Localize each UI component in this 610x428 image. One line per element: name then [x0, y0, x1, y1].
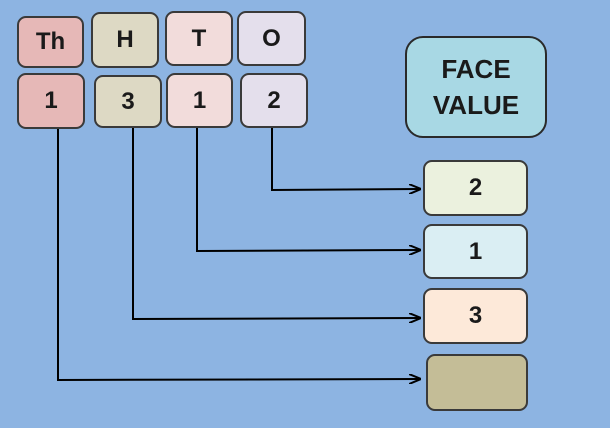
arrow-tens-to-result: [196, 127, 420, 251]
header-thousands: Th: [17, 16, 84, 68]
face-value-result-tens: 1: [423, 224, 528, 279]
face-value-title-line2: VALUE: [432, 90, 520, 120]
arrow-ones-to-result: [271, 127, 420, 190]
face-value-result-thousands: [426, 354, 528, 411]
digit-tens: 1: [166, 73, 233, 128]
face-value-title: FACE VALUE: [405, 36, 547, 138]
arrow-hundreds-to-result: [132, 127, 420, 319]
header-ones: O: [237, 11, 306, 66]
face-value-title-line1: FACE: [441, 54, 511, 84]
digit-ones: 2: [240, 73, 308, 128]
digit-hundreds: 3: [94, 75, 162, 128]
header-tens: T: [165, 11, 233, 66]
face-value-result-ones: 2: [423, 160, 528, 216]
arrow-thousands-to-result: [57, 127, 420, 380]
digit-thousands: 1: [17, 73, 85, 129]
face-value-result-hundreds: 3: [423, 288, 528, 344]
header-hundreds: H: [91, 12, 159, 68]
